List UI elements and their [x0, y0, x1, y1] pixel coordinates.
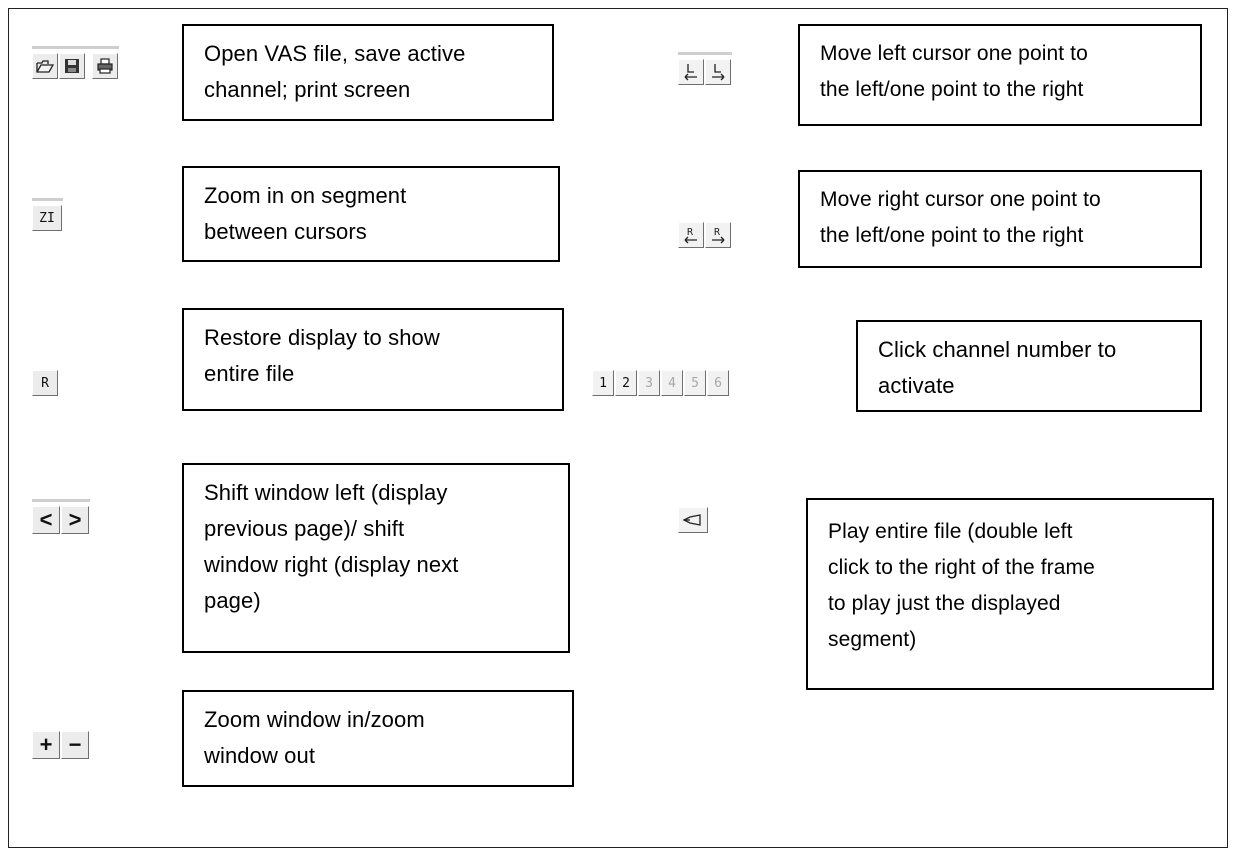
play-toolbar [678, 507, 709, 533]
left-cursor-toolbar [678, 52, 732, 85]
left-cursor-description: Move left cursor one point to the left/o… [798, 24, 1202, 126]
zoom-in-segment-description: Zoom in on segment between cursors [182, 166, 560, 262]
zoom-window-description: Zoom window in/zoom window out [182, 690, 574, 787]
right-cursor-toolbar: R R [678, 222, 732, 248]
right-cursor-left-icon: R [684, 227, 697, 244]
speaker-play-icon [682, 514, 701, 526]
left-cursor-left-icon [684, 64, 697, 81]
channel-5-button[interactable]: 5 [684, 370, 706, 396]
shift-window-left-button[interactable]: < [32, 506, 60, 534]
shift-window-toolbar: < > [32, 499, 90, 534]
zoom-in-toolbar: ZI [32, 198, 63, 231]
channel-toolbar: 1 2 3 4 5 6 [592, 370, 730, 396]
restore-toolbar: R [32, 370, 59, 396]
open-save-print-description: Open VAS file, save active channel; prin… [182, 24, 554, 121]
shift-window-description: Shift window left (display previous page… [182, 463, 570, 653]
zoom-window-toolbar: + − [32, 731, 90, 759]
left-cursor-step-right-button[interactable] [705, 59, 731, 85]
left-cursor-step-left-button[interactable] [678, 59, 704, 85]
restore-display-description: Restore display to show entire file [182, 308, 564, 411]
channel-3-button[interactable]: 3 [638, 370, 660, 396]
left-cursor-right-icon [712, 64, 725, 81]
zoom-in-segment-button[interactable]: ZI [32, 205, 62, 231]
channel-4-button[interactable]: 4 [661, 370, 683, 396]
svg-text:R: R [714, 227, 721, 238]
print-screen-button[interactable] [92, 53, 118, 79]
channel-2-button[interactable]: 2 [615, 370, 637, 396]
channel-6-button[interactable]: 6 [707, 370, 729, 396]
zoom-window-in-button[interactable]: + [32, 731, 60, 759]
channels-description: Click channel number to activate [856, 320, 1202, 412]
play-file-button[interactable] [678, 507, 708, 533]
restore-display-button[interactable]: R [32, 370, 58, 396]
play-description: Play entire file (double left click to t… [806, 498, 1214, 690]
print-icon [97, 58, 113, 74]
save-channel-button[interactable] [59, 53, 85, 79]
right-cursor-step-right-button[interactable]: R [705, 222, 731, 248]
right-cursor-description: Move right cursor one point to the left/… [798, 170, 1202, 268]
zoom-window-out-button[interactable]: − [61, 731, 89, 759]
save-floppy-icon [65, 59, 79, 73]
channel-1-button[interactable]: 1 [592, 370, 614, 396]
open-folder-icon [36, 60, 54, 73]
right-cursor-right-icon: R [712, 227, 725, 244]
right-cursor-step-left-button[interactable]: R [678, 222, 704, 248]
open-file-button[interactable] [32, 53, 58, 79]
file-toolbar [32, 46, 119, 79]
shift-window-right-button[interactable]: > [61, 506, 89, 534]
svg-text:R: R [687, 227, 694, 238]
